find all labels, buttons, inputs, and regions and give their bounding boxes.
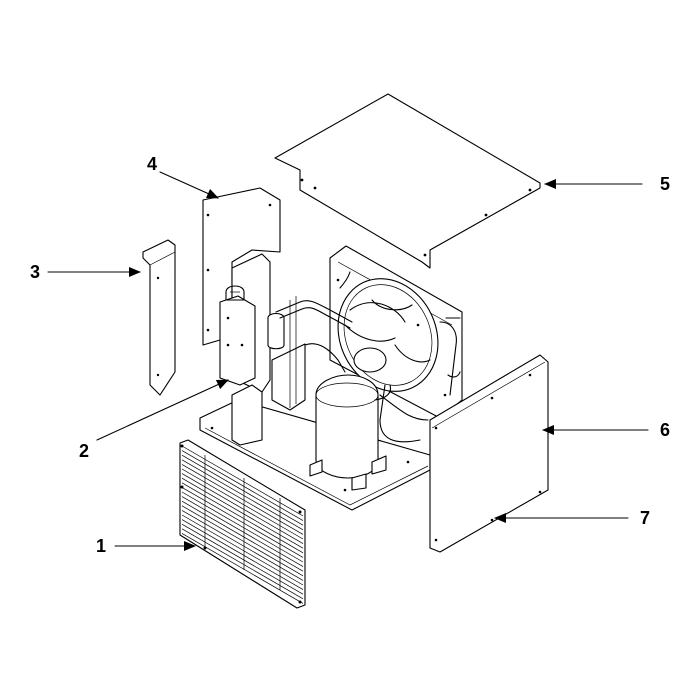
callout-2: 2 <box>79 441 89 461</box>
callout-4: 4 <box>147 154 157 174</box>
callout-labels: 1 2 3 4 5 6 7 <box>30 154 670 556</box>
refrigerant-tubing <box>275 271 429 443</box>
compressor <box>309 374 392 491</box>
callout-3: 3 <box>30 262 40 282</box>
top-cover-panel <box>274 93 541 269</box>
side-panel-3 <box>142 239 176 396</box>
leader-4 <box>159 171 219 199</box>
side-panel-6 <box>429 354 549 553</box>
condenser-fan-assembly <box>329 245 463 419</box>
callout-5: 5 <box>660 174 670 194</box>
leader-2 <box>96 379 229 441</box>
control-bracket <box>219 253 306 446</box>
front-grille <box>179 439 306 609</box>
callout-1: 1 <box>96 536 106 556</box>
callout-leaders <box>47 171 649 551</box>
callout-6: 6 <box>660 420 670 440</box>
callout-7: 7 <box>640 508 650 528</box>
